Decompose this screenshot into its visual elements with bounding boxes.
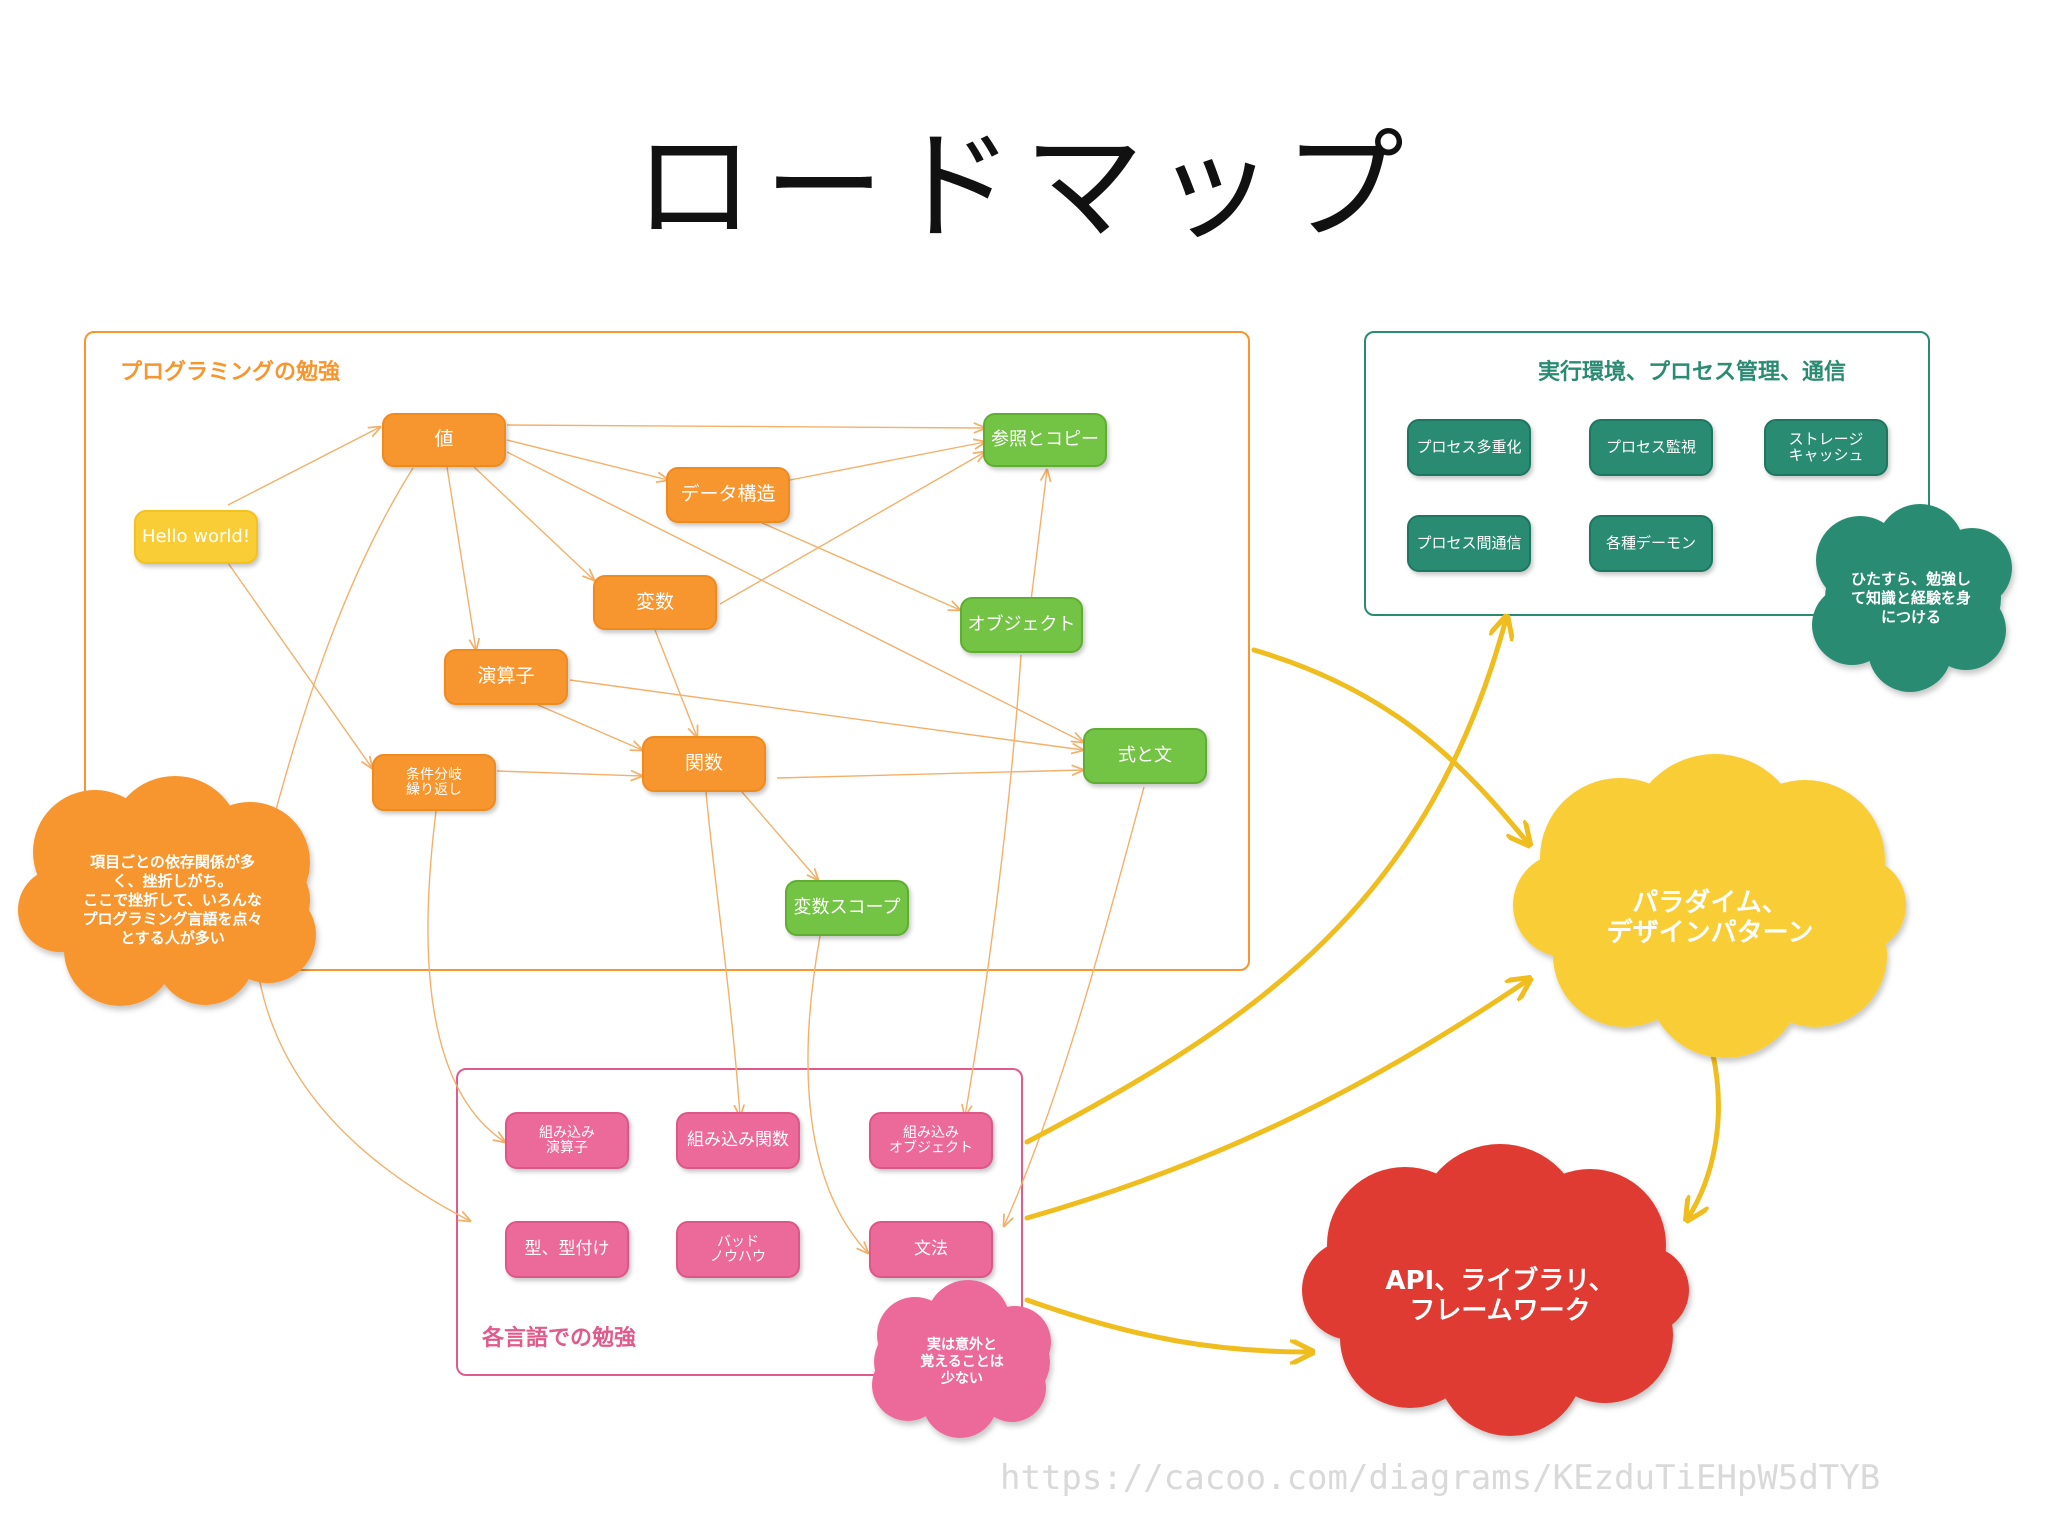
api-cloud (1302, 1144, 1689, 1436)
node-variable[interactable]: 変数 (593, 575, 717, 630)
dependency-note-cloud (18, 776, 316, 1006)
edge-scope-grammar (807, 935, 868, 1253)
node-operator[interactable]: 演算子 (444, 649, 568, 705)
edge-grammar-paradigm (1024, 980, 1528, 1221)
runtime-section-title: 実行環境、プロセス管理、通信 (1538, 360, 1847, 385)
paradigm-text: パラダイム、 デザインパターン (1606, 888, 1814, 948)
dependency-note-text: 項目ごとの依存関係が多 く、挫折しがち。 ここで挫折して、いろんな プログラミン… (82, 852, 263, 947)
node-process-monitoring[interactable]: プロセス監視 (1589, 419, 1713, 476)
node-process-multiplexing[interactable]: プロセス多重化 (1407, 419, 1531, 476)
edge-value-refcopy (506, 425, 985, 428)
node-branch-loop[interactable]: 条件分岐 繰り返し (372, 754, 496, 811)
node-ipc[interactable]: プロセス間通信 (1407, 515, 1531, 572)
edge-branch-function (496, 771, 642, 776)
node-builtin-operator[interactable]: 組み込み 演算子 (505, 1112, 629, 1169)
edge-datastruct-refcopy (789, 442, 985, 481)
paradigm-cloud (1513, 754, 1906, 1058)
runtime-note-text: ひたすら、勉強し て知識と経験を身 につける (1850, 569, 1971, 626)
edge-operator-function (537, 704, 642, 750)
language-note-text: 実は意外と 覚えることは 少ない (920, 1336, 1004, 1387)
source-url-watermark: https://cacoo.com/diagrams/KEzduTiEHpW5d… (1000, 1458, 1881, 1498)
api-text: API、ライブラリ、 フレームワーク (1385, 1266, 1615, 1326)
edge-value-variable (473, 466, 594, 580)
edge-variable-function (654, 629, 697, 737)
edge-builtinobj-runtime (1024, 619, 1506, 1145)
language-note-cloud (872, 1280, 1051, 1438)
edge-operator-exprstmt (569, 679, 1083, 750)
node-builtin-object[interactable]: 組み込み オブジェクト (869, 1112, 993, 1169)
edge-object-refcopy (1029, 470, 1047, 610)
edge-object-builtin-obj (965, 654, 1022, 1116)
edge-hello-value (227, 427, 380, 506)
node-daemons[interactable]: 各種デーモン (1589, 515, 1713, 572)
node-expression-statement[interactable]: 式と文 (1083, 728, 1207, 784)
node-ref-and-copy[interactable]: 参照とコピー (983, 413, 1107, 467)
node-builtin-function[interactable]: 組み込み関数 (676, 1112, 800, 1169)
edge-value-datastruct (506, 439, 668, 480)
node-hello-world[interactable]: Hello world! (134, 510, 258, 564)
programming-section-title: プログラミングの勉強 (120, 360, 341, 385)
node-value[interactable]: 値 (382, 413, 506, 467)
node-bad-knowhow[interactable]: バッド ノウハウ (676, 1221, 800, 1278)
edge-variable-refcopy (719, 452, 985, 605)
node-function[interactable]: 関数 (642, 736, 766, 792)
edge-value-exprstmt (506, 451, 1083, 742)
edge-function-exprstmt (776, 770, 1083, 779)
node-object[interactable]: オブジェクト (960, 597, 1083, 653)
edge-exprstmt-grammar (1004, 786, 1145, 1226)
edge-function-scope (741, 791, 818, 880)
node-data-structure[interactable]: データ構造 (666, 467, 790, 523)
edge-datastruct-object (759, 521, 960, 610)
runtime-note-cloud (1812, 504, 2012, 692)
edge-function-builtin-func (705, 791, 740, 1116)
node-grammar[interactable]: 文法 (869, 1221, 993, 1278)
edge-programming-paradigm (1251, 647, 1528, 843)
edge-paradigm-api (1688, 1047, 1721, 1218)
node-types-typing[interactable]: 型、型付け (505, 1221, 629, 1278)
edge-languages-api (1024, 1297, 1310, 1352)
languages-section-title: 各言語での勉強 (482, 1326, 637, 1351)
node-storage-cache[interactable]: ストレージ キャッシュ (1764, 419, 1888, 476)
slide-title: ロードマップ (634, 118, 1414, 257)
edge-value-operator (446, 466, 476, 650)
edge-hello-branch (227, 562, 372, 768)
node-variable-scope[interactable]: 変数スコープ (785, 880, 909, 936)
edge-branch-builtin-op (427, 810, 505, 1142)
